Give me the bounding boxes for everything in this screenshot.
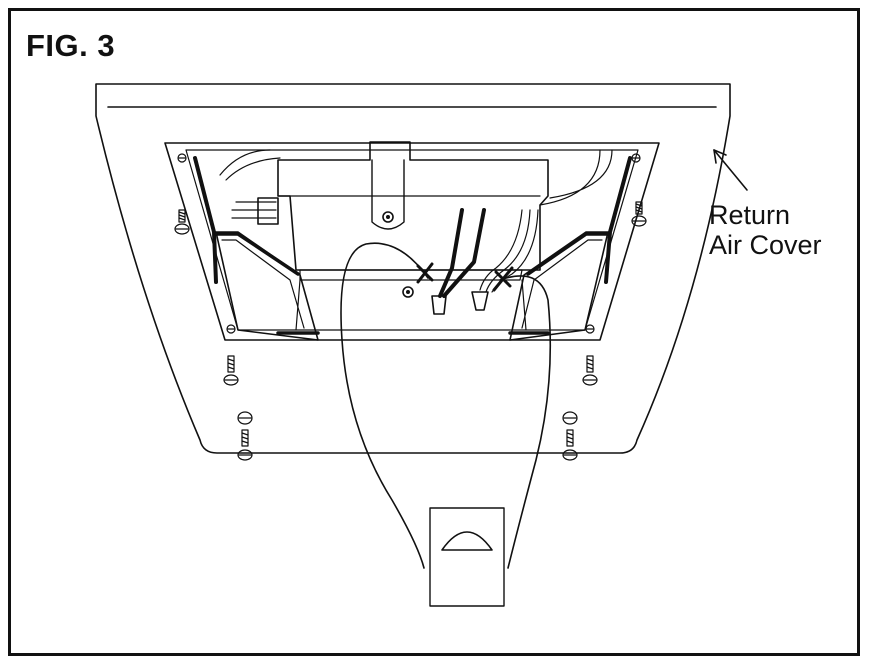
figure-title: FIG. 3 (26, 28, 116, 63)
screw-icon-top-right (631, 201, 647, 227)
right-wedge-dark-stroke (526, 232, 610, 276)
plate-screw-icon (402, 286, 414, 298)
wire-nut-right-icon (471, 291, 489, 311)
ceiling-opening (164, 142, 660, 341)
figure-frame (8, 8, 860, 656)
right-wedge-panel (509, 231, 609, 341)
right-cable-loop (539, 149, 613, 206)
screw-icon-middle-right (582, 355, 598, 386)
test-meter (429, 507, 505, 607)
screw-icon-bottom-right (562, 429, 578, 461)
return-air-cover-label-line1: Return (709, 200, 791, 230)
meter-lead-left (340, 242, 429, 569)
cover-holes (237, 411, 578, 425)
right-wedge-inner (521, 239, 603, 329)
left-wedge-panel (215, 231, 319, 341)
left-wedge-dark-stroke (214, 232, 300, 276)
wire-nut-left-icon (431, 295, 447, 315)
mounting-plate (299, 269, 523, 281)
housing-right-edge (604, 156, 632, 284)
meter-dial-icon (441, 531, 493, 551)
corner-holes (177, 153, 641, 334)
white-wire-1b (485, 209, 531, 293)
left-cable-bundle (231, 201, 277, 219)
return-air-cover-label-line2: Air Cover (709, 230, 822, 260)
screw-icon-middle-left (223, 355, 239, 386)
bracket-screw-icon (382, 211, 394, 223)
black-wire-1 (438, 208, 464, 298)
meter-lead-right (499, 275, 552, 569)
callout-arrow-icon (713, 149, 748, 191)
screw-icon-top-left (174, 209, 190, 235)
housing-left-edge (193, 156, 218, 284)
cable-connector (257, 197, 279, 225)
white-wire-1 (479, 209, 523, 291)
return-air-cover-label: Return Air Cover (709, 200, 822, 260)
black-wire-2 (442, 208, 486, 298)
motor-housing (277, 141, 549, 271)
left-wedge-inner (221, 239, 305, 329)
screw-icon-bottom-left (237, 429, 253, 461)
opening-inner-frame (185, 149, 639, 331)
center-bracket (371, 159, 405, 230)
return-air-cover (95, 83, 731, 454)
